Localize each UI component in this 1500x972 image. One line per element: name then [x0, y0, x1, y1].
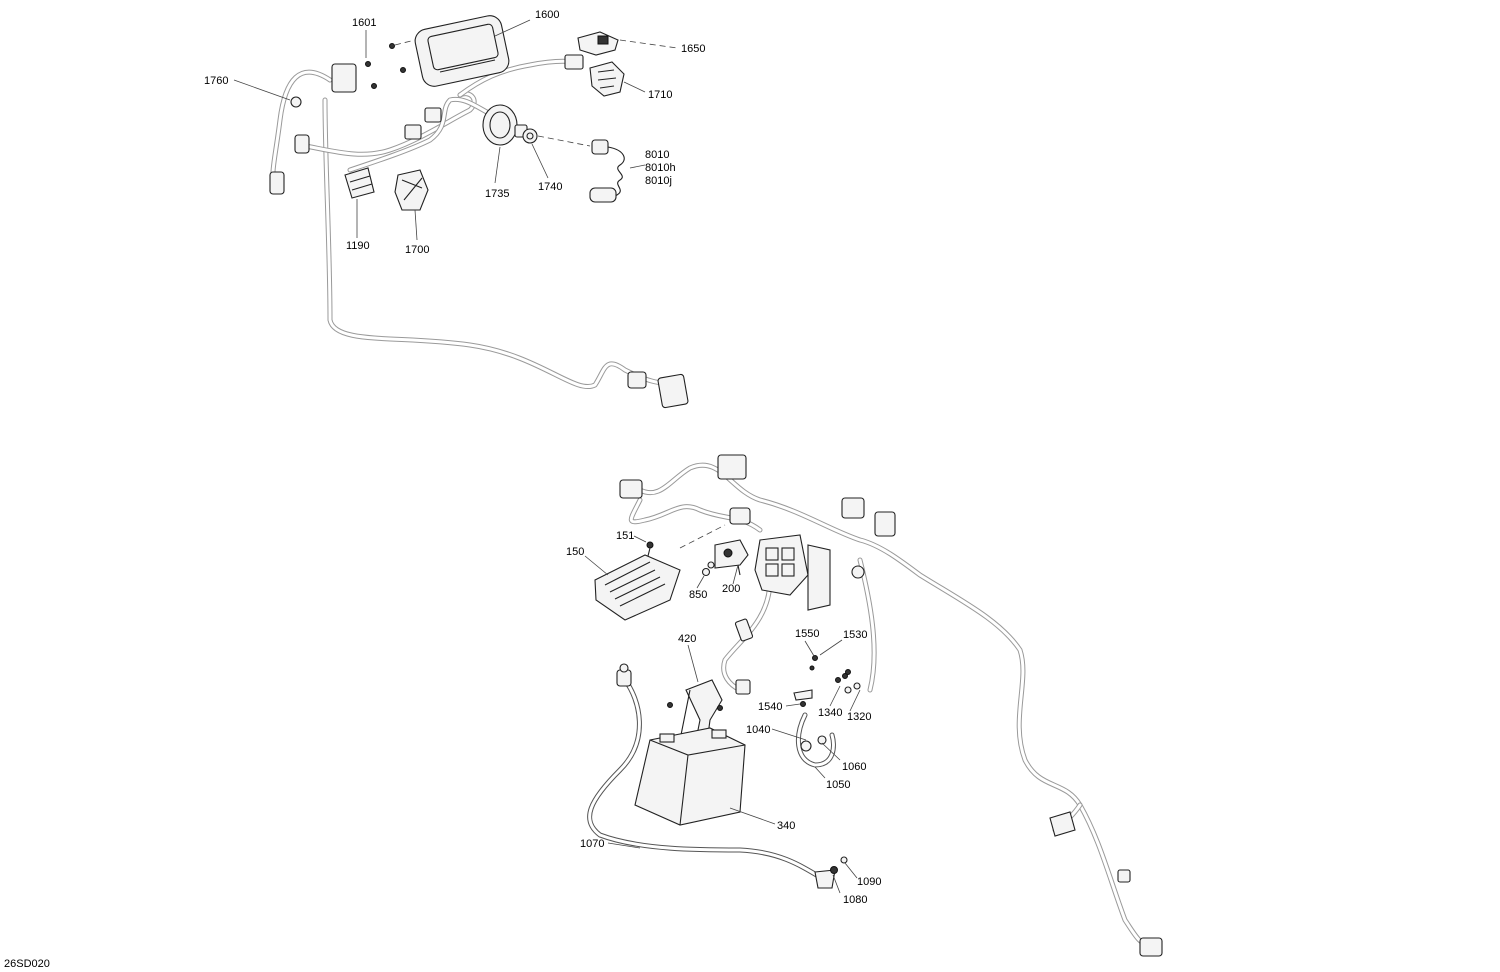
callout-1320: 1320 [847, 711, 871, 723]
callout-1060: 1060 [842, 761, 866, 773]
battery-screws [667, 702, 723, 711]
callout-1740: 1740 [538, 181, 562, 193]
switch-1700 [394, 169, 429, 211]
lower-wiring-harness [619, 454, 1163, 957]
screw-1550 [809, 655, 818, 671]
callout-420: 420 [678, 633, 696, 645]
nut-1740 [522, 128, 538, 144]
callout-8010h: 8010h [645, 162, 676, 174]
multifunction-gauge [414, 15, 510, 87]
callout-151: 151 [616, 530, 634, 542]
upper-wiring-harness [269, 54, 689, 409]
hardware-1540 [793, 689, 813, 707]
callout-1710: 1710 [648, 89, 672, 101]
callout-200: 200 [722, 583, 740, 595]
voltage-regulator-150 [594, 554, 681, 621]
starter-solenoid-200 [714, 539, 749, 576]
leader-lines [233, 19, 861, 894]
diagram-code: 26SD020 [4, 958, 50, 970]
screw-151 [646, 541, 654, 557]
connector-1190 [344, 167, 375, 199]
callout-1540: 1540 [758, 701, 782, 713]
switch-1710 [589, 61, 625, 97]
callout-1040: 1040 [746, 724, 770, 736]
buzzer-1735 [482, 104, 528, 146]
callout-8010: 8010 [645, 149, 669, 161]
callout-850: 850 [689, 589, 707, 601]
callout-1070: 1070 [580, 838, 604, 850]
callout-1530: 1530 [843, 629, 867, 641]
callout-1600: 1600 [535, 9, 559, 21]
callout-150: 150 [566, 546, 584, 558]
callout-1735: 1735 [485, 188, 509, 200]
nut-850 [701, 561, 715, 577]
sensor-8010 [589, 139, 625, 203]
callout-340: 340 [777, 820, 795, 832]
grommet-1760 [290, 96, 302, 108]
callout-1700: 1700 [405, 244, 429, 256]
gauge-screws [365, 43, 406, 89]
battery-cable-1070 [587, 663, 836, 889]
callout-1650: 1650 [681, 43, 705, 55]
callout-1760: 1760 [204, 75, 228, 87]
callout-1090: 1090 [857, 876, 881, 888]
callout-1601: 1601 [352, 17, 376, 29]
callout-1340: 1340 [818, 707, 842, 719]
callout-1550: 1550 [795, 628, 819, 640]
battery-340 [634, 727, 746, 826]
hardware-1080-1090 [830, 856, 848, 874]
callout-1190: 1190 [346, 240, 370, 252]
hardware-1530-1340-1320 [835, 669, 861, 694]
ground-cable-1050 [795, 712, 836, 768]
reference-labels: 1600 1601 1650 1710 1760 1735 1740 8010 … [4, 9, 881, 970]
hardware-1060 [817, 735, 827, 745]
handlebar-switch-1650 [577, 31, 619, 56]
callout-1050: 1050 [826, 779, 850, 791]
callout-1080: 1080 [843, 894, 867, 906]
callout-8010j: 8010j [645, 175, 672, 187]
